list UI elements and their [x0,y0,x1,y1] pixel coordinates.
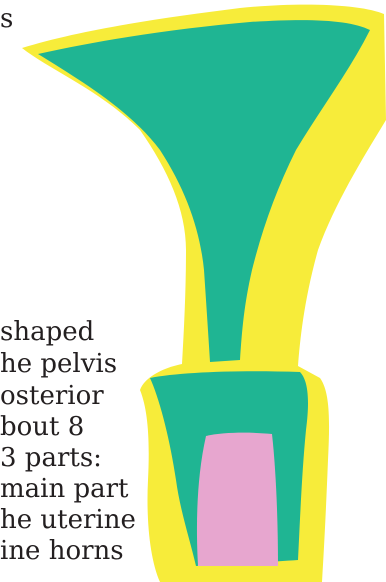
pink-paper-piece [197,433,278,566]
